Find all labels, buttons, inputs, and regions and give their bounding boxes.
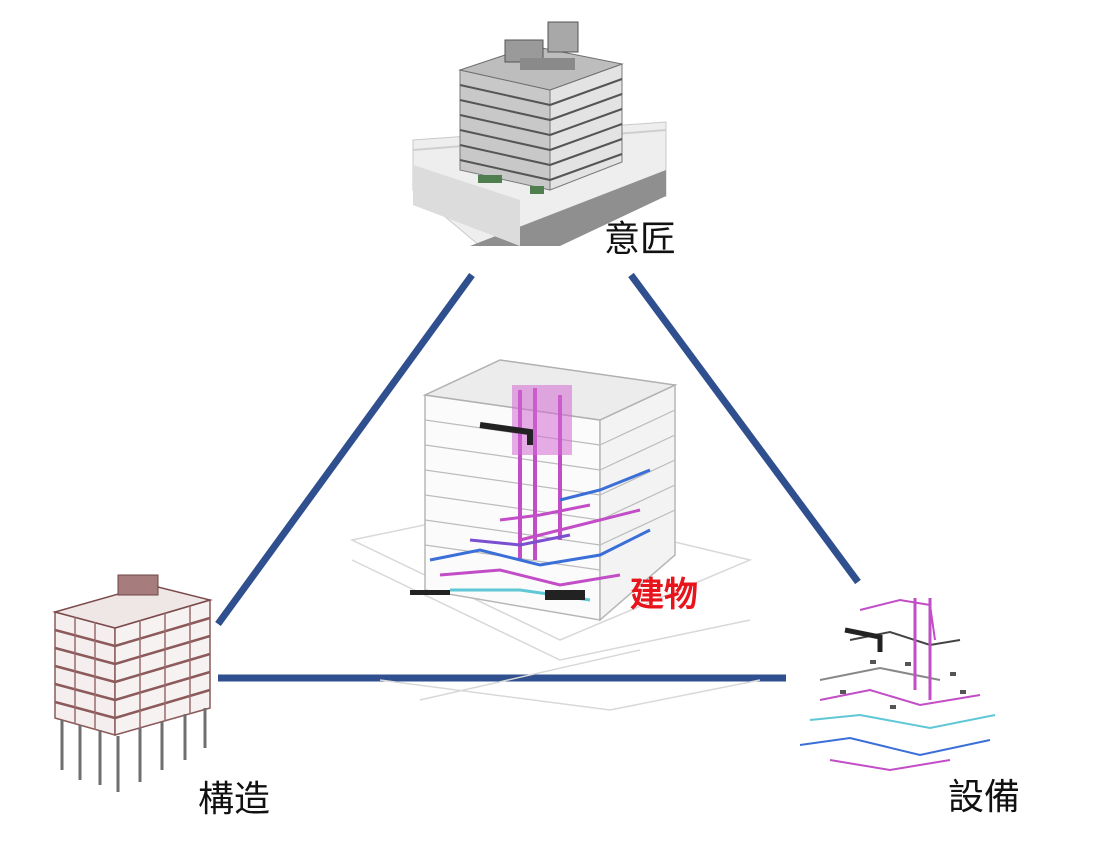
mep-label: 設備 [948,777,1021,818]
structure-label: 構造 [198,779,271,820]
line-architecture-structure [215,272,475,627]
building-label: 建物 [630,575,698,615]
mep-piping-model-icon [799,598,996,772]
line-architecture-mep [628,272,861,585]
triangle-lines [215,272,861,682]
architecture-label: 意匠 [604,219,677,260]
architecture-building-model-icon [412,21,667,247]
structure-frame-model-icon [52,574,213,792]
combined-building-model-icon [349,359,761,711]
